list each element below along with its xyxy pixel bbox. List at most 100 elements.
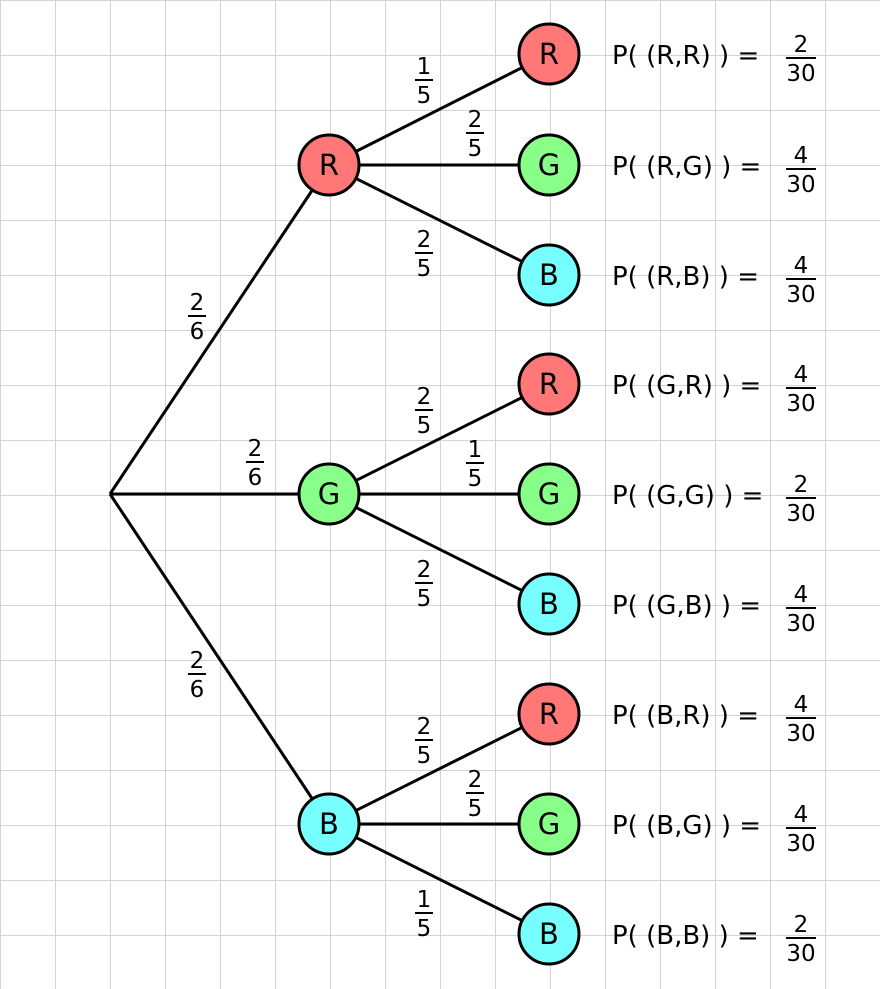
fraction-denominator: 30 <box>786 721 815 747</box>
fraction-numerator: 2 <box>190 290 205 316</box>
outcome-prob-G-G: P( (G,G) ) =230 <box>612 472 816 527</box>
node-G-B: B <box>517 572 581 636</box>
node-circle <box>517 792 581 856</box>
outcome-prob-G-R: P( (G,R) ) =430 <box>612 362 816 417</box>
outcome-prob-expression: P( (B,G) ) = <box>612 811 761 841</box>
fraction-numerator: 2 <box>794 32 809 58</box>
fraction-numerator: 2 <box>190 648 205 674</box>
fraction-denominator: 30 <box>786 391 815 417</box>
edge-R-B <box>328 163 550 277</box>
fraction-denominator: 30 <box>786 282 815 308</box>
fraction-numerator: 2 <box>468 767 483 793</box>
fraction-denominator: 5 <box>417 916 432 942</box>
fraction-denominator: 30 <box>786 831 815 857</box>
branch-prob-B-R: 25 <box>415 714 433 769</box>
node-label: R <box>539 697 559 731</box>
fraction-denominator: 6 <box>190 319 205 345</box>
branch-prob-B-B: 15 <box>415 887 433 942</box>
node-circle <box>297 462 361 526</box>
node-circle <box>517 133 581 197</box>
fraction-denominator: 6 <box>248 465 263 491</box>
node-label: B <box>539 587 559 621</box>
node-circle <box>517 682 581 746</box>
node-B: B <box>297 792 361 856</box>
node-label: R <box>319 148 339 182</box>
tree-edges <box>108 52 550 936</box>
node-G: G <box>297 462 361 526</box>
outcome-prob-expression: P( (R,G) ) = <box>612 152 761 182</box>
node-label: G <box>318 477 340 511</box>
branch-prob-root-G: 26 <box>246 436 264 491</box>
outcome-prob-B-R: P( (B,R) ) =430 <box>612 692 816 747</box>
fraction-denominator: 5 <box>417 413 432 439</box>
fraction-denominator: 30 <box>786 611 815 637</box>
fraction-numerator: 2 <box>468 107 483 133</box>
node-label: B <box>319 807 339 841</box>
branch-prob-G-G: 15 <box>466 437 484 492</box>
fraction-numerator: 4 <box>794 582 809 608</box>
branch-prob-G-R: 25 <box>415 384 433 439</box>
fraction-numerator: 4 <box>794 692 809 718</box>
edge-R-R <box>328 52 550 167</box>
node-B-B: B <box>517 902 581 966</box>
node-B-R: R <box>517 682 581 746</box>
fraction-numerator: 4 <box>794 143 809 169</box>
node-circle <box>517 243 581 307</box>
node-circle <box>517 572 581 636</box>
edge-G-R <box>328 382 550 496</box>
node-circle <box>517 902 581 966</box>
outcome-prob-G-B: P( (G,B) ) = 4 30 <box>612 582 816 637</box>
outcome-prob-expression: P( (B,B) ) = <box>612 921 759 951</box>
node-circle <box>517 352 581 416</box>
node-label: G <box>538 148 560 182</box>
fraction-denominator: 5 <box>468 466 483 492</box>
fraction-numerator: 2 <box>794 912 809 938</box>
node-circle <box>517 462 581 526</box>
fraction-denominator: 5 <box>468 136 483 162</box>
outcome-prob-B-G: P( (B,G) ) = 4 30 <box>612 802 816 857</box>
fraction-numerator: 1 <box>468 437 483 463</box>
edge-root-B <box>108 493 331 825</box>
node-label: G <box>538 807 560 841</box>
outcome-prob-B-B: P( (B,B) ) = 2 30 <box>612 912 816 967</box>
fraction-numerator: 4 <box>794 802 809 828</box>
node-label: R <box>539 37 559 71</box>
node-G-G: G <box>517 462 581 526</box>
fraction-numerator: 2 <box>794 472 809 498</box>
node-label: B <box>539 917 559 951</box>
outcome-prob-R-G: P( (R,G) ) = 4 30 <box>612 143 816 198</box>
fraction-denominator: 6 <box>190 677 205 703</box>
branch-prob-R-R: 15 <box>415 54 433 109</box>
fraction-denominator: 30 <box>786 172 815 198</box>
fraction-numerator: 2 <box>417 227 432 253</box>
outcome-prob-R-B: P( (R,B) ) =430 <box>612 253 816 308</box>
fraction-denominator: 5 <box>468 796 483 822</box>
outcome-prob-expression: P( (R,R) ) = <box>612 41 759 71</box>
fraction-denominator: 5 <box>417 743 432 769</box>
outcome-prob-expression: P( (G,B) ) = <box>612 591 761 621</box>
fraction-denominator: 5 <box>417 83 432 109</box>
fraction-denominator: 30 <box>786 61 815 87</box>
fraction-numerator: 4 <box>794 253 809 279</box>
node-R-R: R <box>517 22 581 86</box>
branch-prob-R-G: 25 <box>466 107 484 162</box>
outcome-prob-R-R: P( (R,R) ) = 2 30 <box>612 32 816 87</box>
node-R-B: B <box>517 243 581 307</box>
node-R: R <box>297 133 361 197</box>
edge-B-R <box>328 712 550 826</box>
edge-root-R <box>108 164 331 495</box>
branch-prob-B-G: 25 <box>466 767 484 822</box>
node-circle <box>297 133 361 197</box>
fraction-numerator: 4 <box>794 362 809 388</box>
node-label: B <box>539 258 559 292</box>
node-circle <box>297 792 361 856</box>
node-circle <box>517 22 581 86</box>
fraction-numerator: 1 <box>417 54 432 80</box>
branch-prob-root-R: 26 <box>188 290 206 345</box>
fraction-denominator: 30 <box>786 501 815 527</box>
edge-B-B <box>328 822 550 936</box>
fraction-denominator: 30 <box>786 941 815 967</box>
